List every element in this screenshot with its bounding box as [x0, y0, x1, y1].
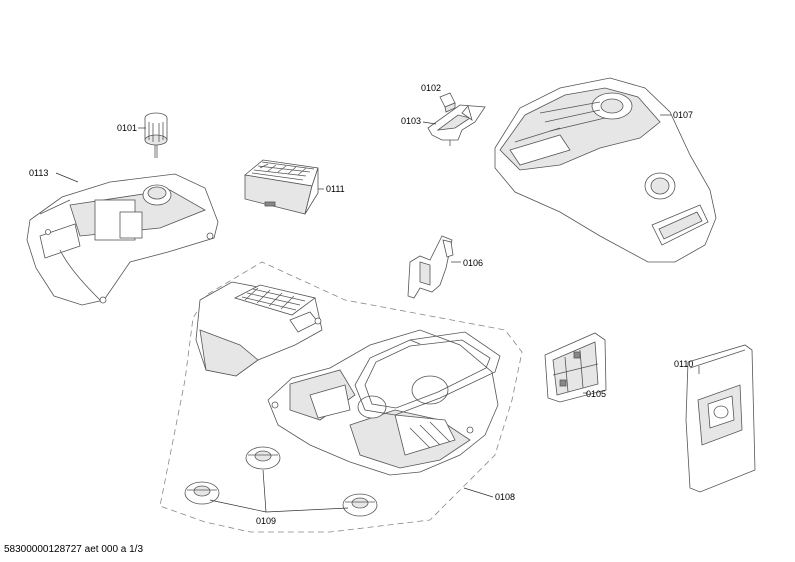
part-0113-motor-housing	[26, 173, 219, 306]
part-0101-cylinder	[144, 112, 168, 158]
callout-0103: 0103	[401, 116, 421, 126]
callout-0102: 0102	[421, 83, 441, 93]
callout-0101: 0101	[117, 123, 137, 133]
callout-0108: 0108	[495, 492, 515, 502]
part-0108-bag-frame	[354, 331, 501, 416]
part-0102-clip	[439, 92, 456, 113]
part-0106-holder	[407, 235, 454, 299]
part-0108-filter-housing	[195, 281, 323, 377]
part-0109-wheel-3	[342, 493, 378, 517]
callout-0113: 0113	[29, 168, 48, 178]
callout-0109: 0109	[256, 516, 276, 526]
part-0108-chassis	[267, 329, 499, 476]
assembly-group-outline	[159, 261, 523, 533]
document-id: 58300000128727 aet 000 a 1/3	[4, 544, 144, 555]
callout-0110: 0110	[674, 359, 693, 369]
part-0103-bracket	[427, 104, 486, 146]
part-0110-dust-bag	[685, 344, 756, 493]
part-0111-hepa-filter	[244, 159, 319, 215]
callout-0105: 0105	[586, 389, 606, 399]
part-0109-wheel-2	[184, 481, 220, 505]
callout-0107: 0107	[673, 110, 693, 120]
callout-0106: 0106	[463, 258, 483, 268]
callout-0111: 0111	[326, 184, 345, 194]
part-0109-wheel-1	[245, 446, 281, 470]
part-0105-filter-frame	[544, 332, 607, 403]
part-0107-top-cover	[494, 77, 717, 263]
